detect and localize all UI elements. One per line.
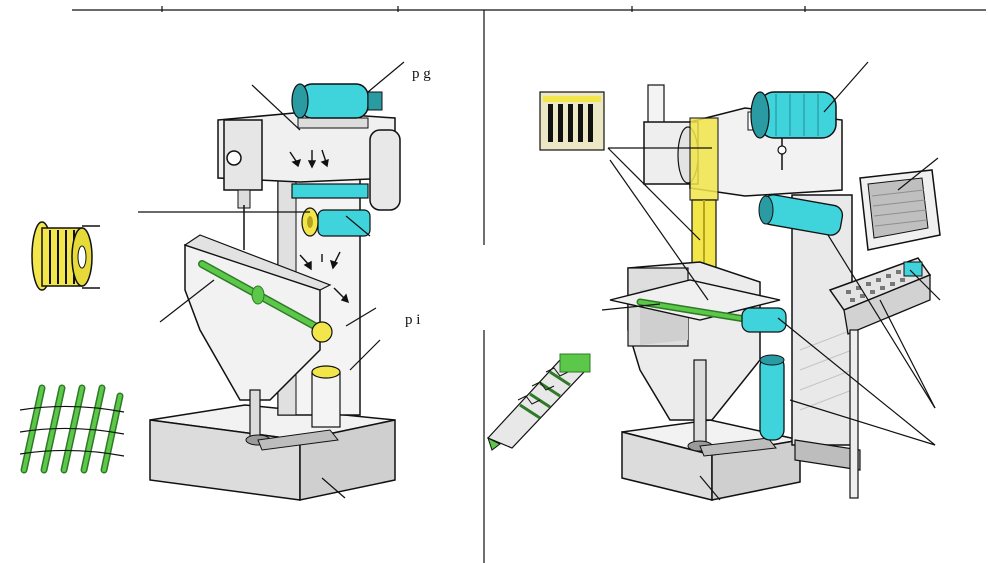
spur-gear-rack-icon	[539, 91, 605, 151]
left-motor	[291, 83, 383, 129]
hob-cutter-icon	[486, 353, 591, 451]
right-motor	[750, 91, 837, 139]
left-yellow-cylinder	[311, 365, 341, 428]
right-table	[609, 279, 787, 333]
left-head	[217, 111, 401, 211]
right-milling-machine	[601, 61, 941, 501]
left-milling-machine: p g p i	[138, 61, 431, 501]
right-spindle-housing	[643, 84, 719, 273]
right-cyan-cylinder	[759, 354, 785, 441]
gear-hob-icon	[31, 221, 100, 291]
left-leader-lines	[138, 61, 405, 499]
worm-gear-icon	[18, 384, 126, 476]
left-yellow-gear	[301, 207, 319, 237]
left-motion-arrows	[289, 149, 350, 304]
left-base	[149, 404, 396, 501]
right-control-panel	[828, 169, 941, 499]
right-cyan-drive	[758, 194, 844, 236]
label-left-motor: p g	[412, 66, 431, 82]
right-leader-lines	[601, 61, 941, 501]
frame	[72, 6, 986, 563]
left-green-screw	[198, 260, 333, 343]
right-column	[791, 194, 861, 471]
label-left-column: p i	[405, 312, 420, 328]
left-cyan-shaft	[291, 183, 371, 237]
left-table-support	[183, 234, 339, 451]
